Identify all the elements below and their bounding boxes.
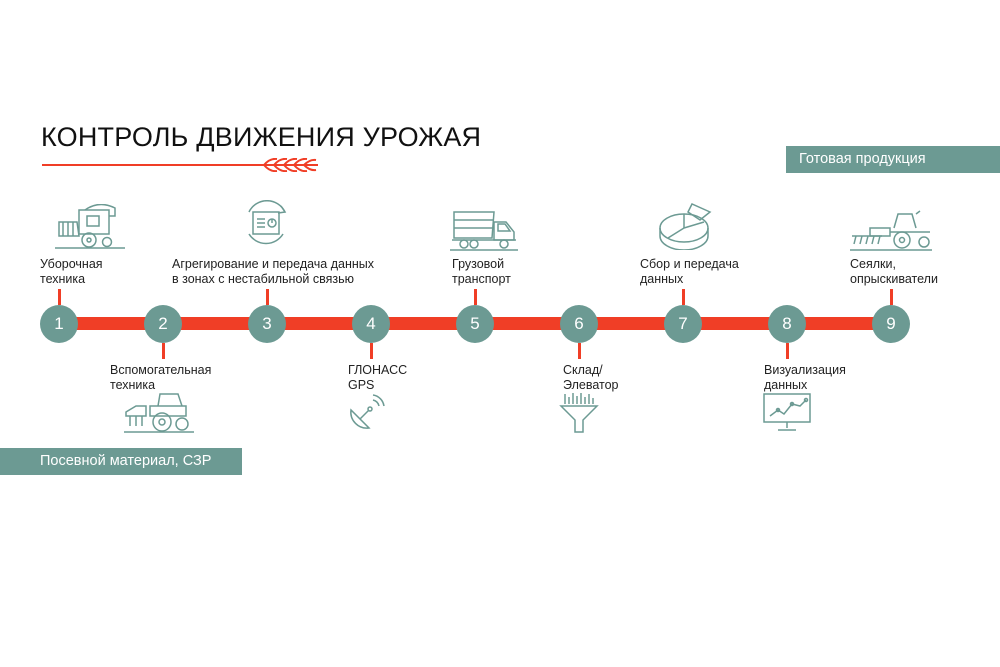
step-node-9: 9 xyxy=(872,305,910,343)
page-title: КОНТРОЛЬ ДВИЖЕНИЯ УРОЖАЯ xyxy=(41,122,482,152)
step-tick-8 xyxy=(786,343,789,359)
step-node-8: 8 xyxy=(768,305,806,343)
pie-chart-icon xyxy=(654,202,714,250)
step-tick-9 xyxy=(890,289,893,305)
step-tick-5 xyxy=(474,289,477,305)
monitor-chart-icon xyxy=(762,392,812,434)
step-tick-7 xyxy=(682,289,685,305)
step-label-4: ГЛОНАСС GPS xyxy=(348,363,408,392)
step-tick-3 xyxy=(266,289,269,305)
step-tick-2 xyxy=(162,343,165,359)
wheat-ear-icon xyxy=(42,158,318,172)
tractor-icon xyxy=(124,392,194,434)
step-tick-6 xyxy=(578,343,581,359)
step-label-5: Грузовой транспорт xyxy=(452,257,511,286)
grain-funnel-icon xyxy=(559,392,599,434)
step-label-9: Сеялки, опрыскиватели xyxy=(850,257,938,286)
seed-material-badge: Посевной материал, СЗР xyxy=(0,448,242,475)
step-label-7: Сбор и передача данных xyxy=(640,257,739,286)
data-aggregation-icon xyxy=(243,200,289,246)
step-tick-4 xyxy=(370,343,373,359)
step-label-1: Уборочная техника xyxy=(40,257,103,286)
step-label-6: Склад/ Элеватор xyxy=(563,363,619,392)
seeder-tractor-icon xyxy=(850,210,932,252)
step-node-1: 1 xyxy=(40,305,78,343)
timeline: 1 2 3 4 5 6 7 8 9 xyxy=(40,305,920,345)
finished-products-badge: Готовая продукция xyxy=(786,146,1000,173)
truck-icon xyxy=(450,208,518,252)
step-tick-1 xyxy=(58,289,61,305)
step-label-2: Вспомогательная техника xyxy=(110,363,212,392)
step-node-4: 4 xyxy=(352,305,390,343)
step-node-5: 5 xyxy=(456,305,494,343)
step-node-3: 3 xyxy=(248,305,286,343)
step-node-7: 7 xyxy=(664,305,702,343)
step-node-2: 2 xyxy=(144,305,182,343)
step-node-6: 6 xyxy=(560,305,598,343)
step-label-3: Агрегирование и передача данных в зонах … xyxy=(172,257,375,286)
combine-harvester-icon xyxy=(55,204,125,250)
step-label-8: Визуализация данных xyxy=(764,363,846,392)
satellite-dish-icon xyxy=(345,394,385,434)
